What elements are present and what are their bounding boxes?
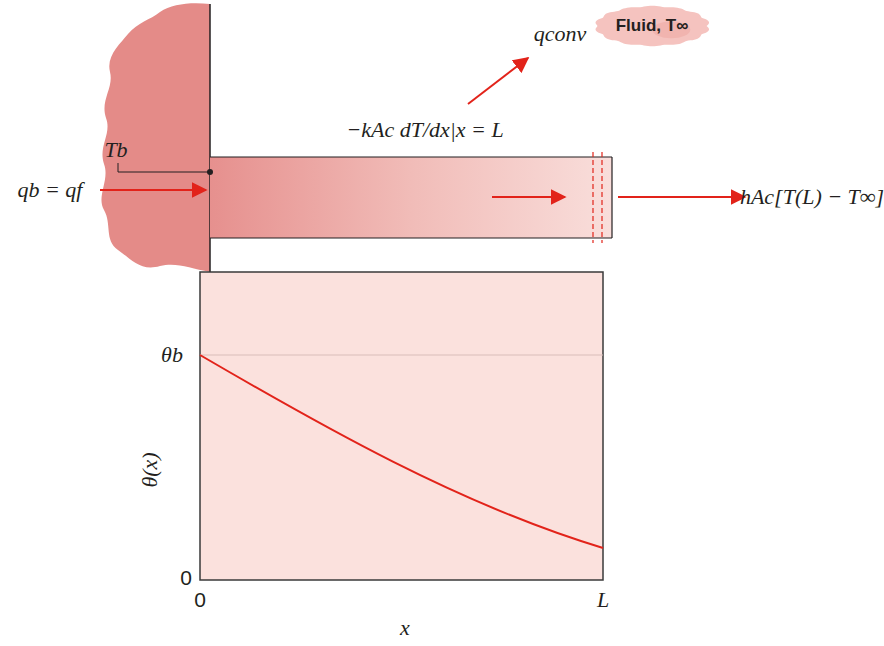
- axis-title: θ(x): [138, 452, 162, 487]
- base-wall: [101, 3, 210, 272]
- temperature-curve: [200, 355, 603, 548]
- conduction-arrow: [492, 196, 565, 198]
- conduction-label: −kAc dT/dx|x = L: [346, 118, 503, 142]
- leader-line: [118, 163, 208, 172]
- axis-tick-label: 0: [194, 588, 206, 611]
- theta-b-gridline: [200, 355, 603, 356]
- fluid-cloud: Fluid, T∞: [594, 4, 711, 48]
- fluid-label: Fluid, T∞: [616, 16, 689, 36]
- tip-convection-arrow: [618, 196, 745, 198]
- axis-tick-label: L: [597, 588, 609, 612]
- base-heat-label: qb = qf: [18, 178, 83, 202]
- axis-tick-label: θb: [161, 343, 183, 367]
- control-surface: [592, 152, 593, 243]
- base-point: [207, 169, 213, 175]
- base-heat-arrow: [100, 189, 206, 191]
- base-temperature-label: Tb: [104, 138, 127, 162]
- axis-title: x: [400, 616, 410, 640]
- axis-tick-label: 0: [180, 566, 192, 589]
- tip-convection-label: hAc[T(L) − T∞]: [740, 185, 884, 209]
- fin-body: [210, 157, 612, 238]
- fin-tip: [611, 157, 612, 238]
- cloud-fill: [595, 6, 709, 47]
- control-surface: [601, 152, 602, 243]
- fin-edge: [210, 237, 612, 238]
- fin-edge: [210, 156, 612, 157]
- plot-area: [200, 272, 603, 580]
- convection-arrow: [468, 58, 528, 104]
- convection-label: qconv: [534, 22, 587, 46]
